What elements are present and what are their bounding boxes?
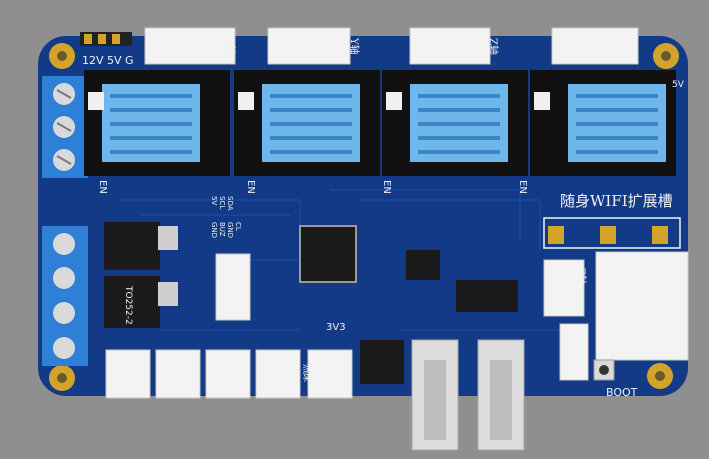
pin-label-sda: SDA: [226, 196, 234, 211]
stepper-driver-3: [382, 70, 528, 176]
enable-label-1: EN: [97, 180, 108, 194]
pin-label-gnd-2: GND: [226, 222, 234, 239]
side-axis-label: Z轴: [575, 268, 586, 285]
stepper-driver-2: [234, 70, 380, 176]
usb-ports: [411, 339, 525, 451]
enable-label-3: EN: [381, 180, 392, 194]
pin-label-cl: CL: [234, 222, 242, 231]
wifi-slot: [543, 217, 681, 249]
ldo-regulator: [360, 340, 404, 384]
power-select-label: 12V 5V G: [82, 54, 134, 67]
boot-button: [593, 359, 615, 381]
stepper-drivers: [84, 70, 676, 176]
top-connectors: [144, 27, 639, 65]
boot-label: BOOT: [606, 386, 638, 399]
heater-terminal-block: [42, 226, 88, 366]
enable-label-4: EN: [517, 180, 528, 194]
pin-label-buz: BUZ: [218, 222, 226, 237]
driver-label-z: Z轴: [487, 38, 498, 55]
stepper-driver-4: [530, 70, 676, 176]
driver-label-x: X轴: [224, 38, 235, 56]
bottom-connectors: [105, 349, 353, 399]
pin-label-5v: 5V: [210, 196, 218, 206]
wifi-slot-title: 随身WIFI扩展槽: [560, 192, 673, 210]
header-connectors: [215, 251, 689, 381]
stepper-driver-1: [84, 70, 230, 176]
pcb-traces: [120, 189, 580, 331]
driver-ic-2: [456, 280, 518, 312]
heatbed-label: 热床: [301, 364, 311, 383]
driver-label-y: Y轴: [348, 38, 359, 55]
driver-ic-1: [406, 250, 440, 280]
mcu-chip: [299, 225, 357, 283]
five-volt-label: 5V: [672, 80, 684, 90]
voltage-label: 3V3: [326, 322, 346, 333]
power-components: [104, 222, 178, 328]
mounting-holes: [49, 43, 679, 391]
pin-label-scl: SCL: [218, 196, 226, 210]
power-terminal-block: [42, 76, 88, 178]
pin-label-gnd-1: GND: [210, 222, 218, 239]
enable-label-2: EN: [245, 180, 256, 194]
regulator-label: TO252-2: [123, 286, 133, 325]
power-jumper-header: [80, 32, 132, 46]
